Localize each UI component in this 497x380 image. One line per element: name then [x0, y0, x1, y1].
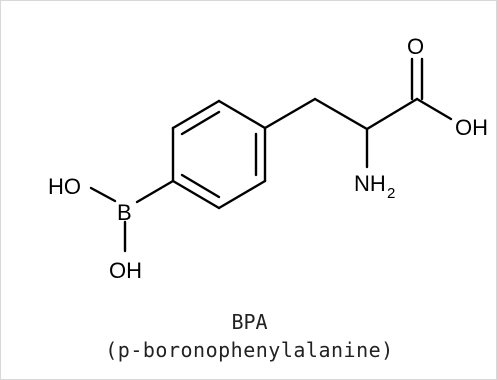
ring-bond-1 — [171, 99, 221, 130]
caption-name: (p-boronophenylalanine) — [105, 338, 394, 362]
ring-bond-5 — [171, 179, 221, 210]
atom-oh-boron: OH — [109, 258, 142, 283]
benzene-ring — [171, 99, 267, 210]
molecule-drawing: O OH NH 2 HO B OH — [48, 34, 488, 283]
ring-bond-4 — [217, 179, 267, 210]
bond-ring-ch2 — [263, 97, 317, 130]
bond-calpha-ccooh — [365, 97, 419, 131]
bond-b-ho — [89, 186, 117, 203]
ring-double-1 — [180, 110, 221, 136]
atom-oh-acid: OH — [455, 115, 488, 140]
ring-double-3 — [180, 173, 221, 199]
atom-boron: B — [117, 200, 132, 225]
bond-ch2-calpha — [313, 97, 369, 131]
atom-o-carbonyl: O — [407, 34, 424, 59]
atom-nh: NH — [354, 171, 386, 196]
bond-ring-b — [135, 179, 175, 204]
bond-c-oh — [415, 97, 453, 121]
atom-ho-boron: HO — [48, 174, 81, 199]
atom-nh-subscript: 2 — [387, 185, 395, 202]
caption-abbreviation: BPA — [231, 310, 268, 334]
ring-bond-2 — [217, 99, 267, 130]
